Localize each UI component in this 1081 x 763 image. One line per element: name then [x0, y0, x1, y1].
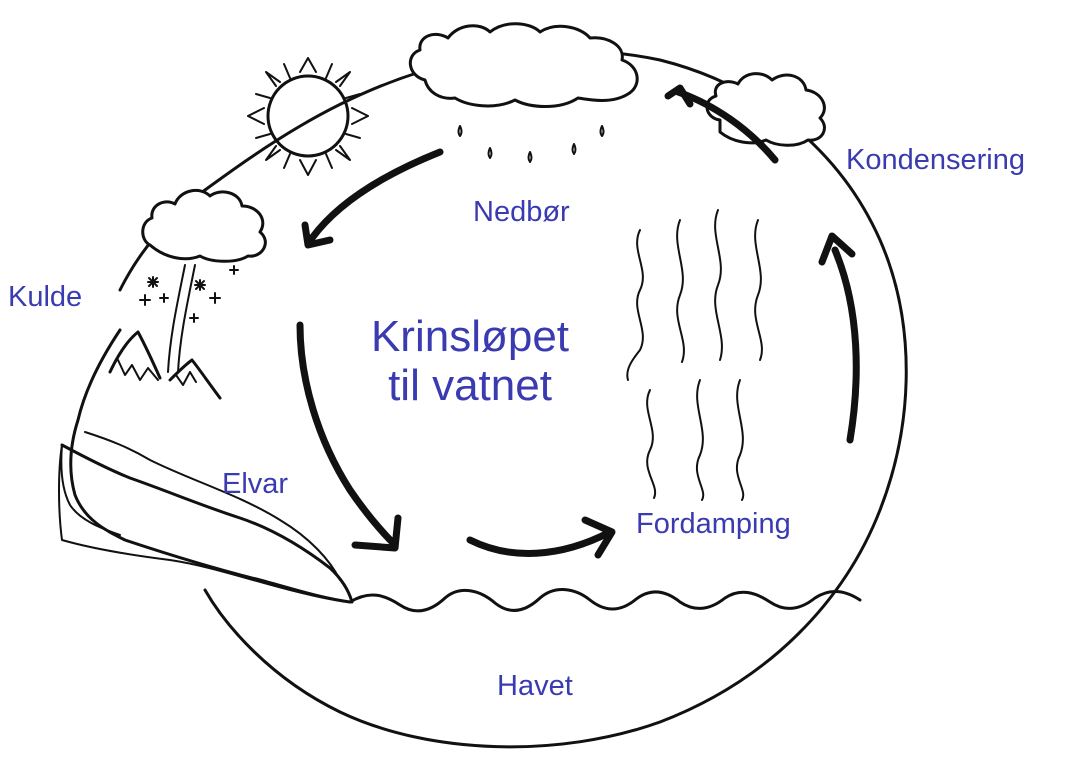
arrow-up-right [822, 236, 856, 440]
top-cloud [410, 24, 637, 107]
land-cliff [62, 445, 352, 602]
land-bottom [59, 445, 350, 602]
sun [248, 58, 368, 175]
arrow-to-ocean [470, 520, 612, 555]
label-elvar: Elvar [222, 470, 288, 499]
raindrops [459, 126, 604, 162]
ocean-waves [350, 590, 860, 611]
mountain-right-snow [176, 372, 196, 385]
title-line-2: til vatnet [320, 361, 620, 410]
label-havet: Havet [497, 672, 573, 701]
rain-streak-1 [168, 265, 185, 372]
land-outline [71, 330, 350, 602]
title-line-1: Krinsløpet [320, 312, 620, 361]
evaporation-lines [627, 210, 762, 500]
right-cloud [707, 74, 825, 146]
arrow-sun-to-left [305, 152, 440, 245]
diagram-title: Krinsløpet til vatnet [320, 312, 620, 411]
left-cloud [143, 190, 266, 261]
label-nedbor: Nedbør [473, 198, 570, 227]
land-inner-line [85, 432, 340, 580]
label-kondensering: Kondensering [846, 146, 1025, 175]
label-fordamping: Fordamping [636, 510, 791, 539]
label-kulde: Kulde [8, 283, 82, 312]
